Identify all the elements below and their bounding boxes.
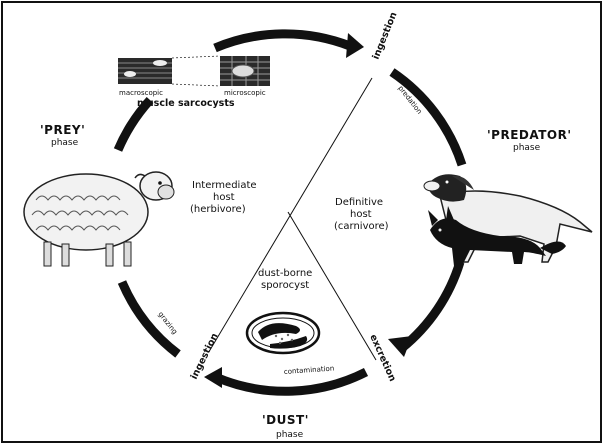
zoom-lines bbox=[172, 56, 220, 86]
dustborne-line2: sporocyst bbox=[261, 280, 309, 291]
predator-phase-sub: phase bbox=[513, 143, 541, 153]
prey-phase-sub: phase bbox=[51, 138, 79, 148]
arrowhead-top bbox=[346, 33, 364, 58]
sheep-image bbox=[24, 172, 174, 266]
label-macroscopic: macroscopic bbox=[119, 89, 163, 97]
dust-phase-title: 'DUST' bbox=[262, 413, 309, 427]
definitive-host-line2: host bbox=[350, 209, 372, 220]
predator-phase-title: 'PREDATOR' bbox=[487, 128, 572, 142]
label-contamination: contamination bbox=[284, 364, 335, 376]
intermediate-host-line3: (herbivore) bbox=[190, 204, 246, 215]
prey-phase-title: 'PREY' bbox=[40, 123, 85, 137]
sporocyst-image bbox=[247, 313, 319, 353]
intermediate-host-line1: Intermediate bbox=[192, 180, 257, 191]
definitive-host-line3: (carnivore) bbox=[334, 221, 389, 232]
sarcocyst-microscopic-image bbox=[220, 56, 270, 86]
definitive-host-line1: Definitive bbox=[335, 197, 383, 208]
arrow-excretion bbox=[402, 262, 460, 348]
arrowhead-contamination bbox=[204, 367, 222, 388]
dustborne-line1: dust-borne bbox=[258, 268, 312, 279]
dust-phase-sub: phase bbox=[276, 430, 304, 440]
label-microscopic: microscopic bbox=[224, 89, 266, 97]
intermediate-host-line2: host bbox=[213, 192, 235, 203]
sarcocyst-macroscopic-image bbox=[118, 58, 172, 84]
label-muscle-sarcocysts: muscle sarcocysts bbox=[137, 98, 235, 109]
label-ingestion-top: ingestion bbox=[371, 10, 400, 61]
arrow-top bbox=[215, 34, 350, 48]
